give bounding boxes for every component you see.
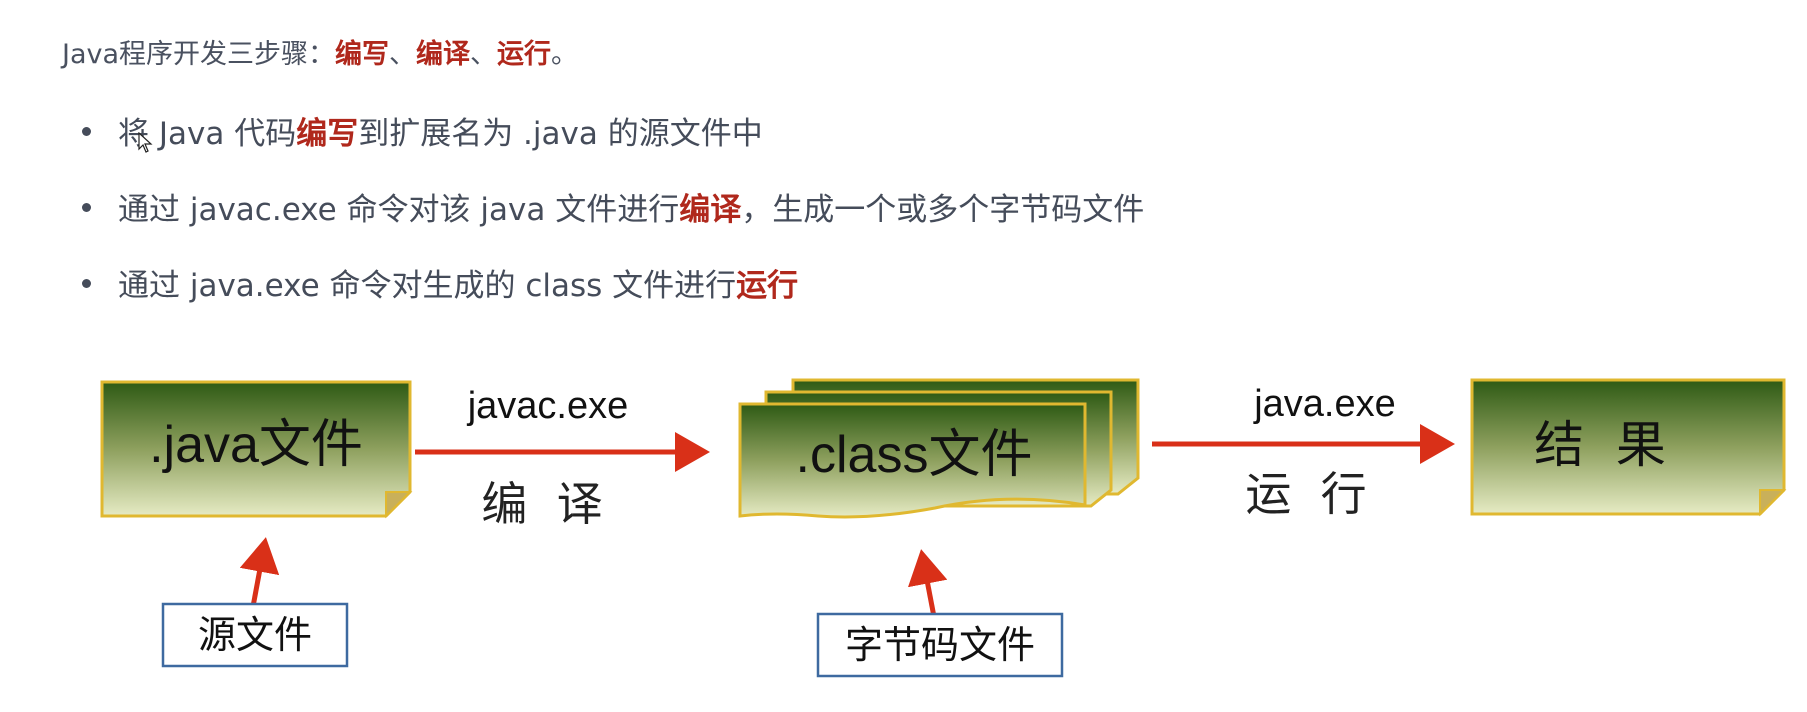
bytecode-pointer-arrow: [907, 549, 948, 623]
result-box: 结 果: [1470, 378, 1787, 517]
emphasis-run: 运行: [736, 268, 799, 304]
result-label: 结 果: [1534, 416, 1666, 474]
list-item: 通过 javac.exe 命令对该 java 文件进行编译，生成一个或多个字节码…: [80, 184, 1144, 260]
run-label: 运 行: [1245, 467, 1366, 521]
title-end: 。: [551, 39, 579, 70]
compile-command-label: javac.exe: [467, 385, 629, 427]
run-command-label: java.exe: [1253, 383, 1396, 425]
source-caption: 源文件: [198, 613, 312, 657]
emphasis-compile: 编译: [679, 192, 742, 228]
java-workflow-diagram: .java文件 javac.exe 编 译 .class文件 java.exe …: [100, 378, 1787, 678]
emphasis-write: 编写: [296, 116, 359, 152]
bytecode-caption: 字节码文件: [845, 623, 1035, 667]
page-title: Java程序开发三步骤：编写、编译、运行。: [62, 32, 578, 71]
step-compile: 编译: [416, 39, 471, 70]
step-write: 编写: [335, 39, 390, 70]
java-file-label: .java文件: [149, 416, 363, 474]
bytecode-caption-box: 字节码文件: [816, 612, 1064, 678]
title-sep-1: 、: [389, 39, 417, 70]
class-file-label: .class文件: [796, 426, 1033, 484]
title-sep-2: 、: [470, 39, 498, 70]
compile-label: 编 译: [481, 477, 602, 531]
source-caption-box: 源文件: [161, 602, 349, 668]
mouse-cursor-icon: [138, 132, 153, 153]
steps-list: 将 Java 代码编写到扩展名为 .java 的源文件中 通过 javac.ex…: [80, 108, 1144, 336]
list-item: 通过 java.exe 命令对生成的 class 文件进行运行: [80, 260, 1144, 336]
list-item: 将 Java 代码编写到扩展名为 .java 的源文件中: [80, 108, 1144, 184]
source-pointer-arrow: [239, 537, 280, 613]
java-file-box: .java文件: [100, 380, 413, 519]
title-prefix: Java程序开发三步骤：: [62, 39, 336, 70]
class-file-stack: .class文件: [738, 378, 1140, 519]
step-run: 运行: [497, 39, 552, 70]
